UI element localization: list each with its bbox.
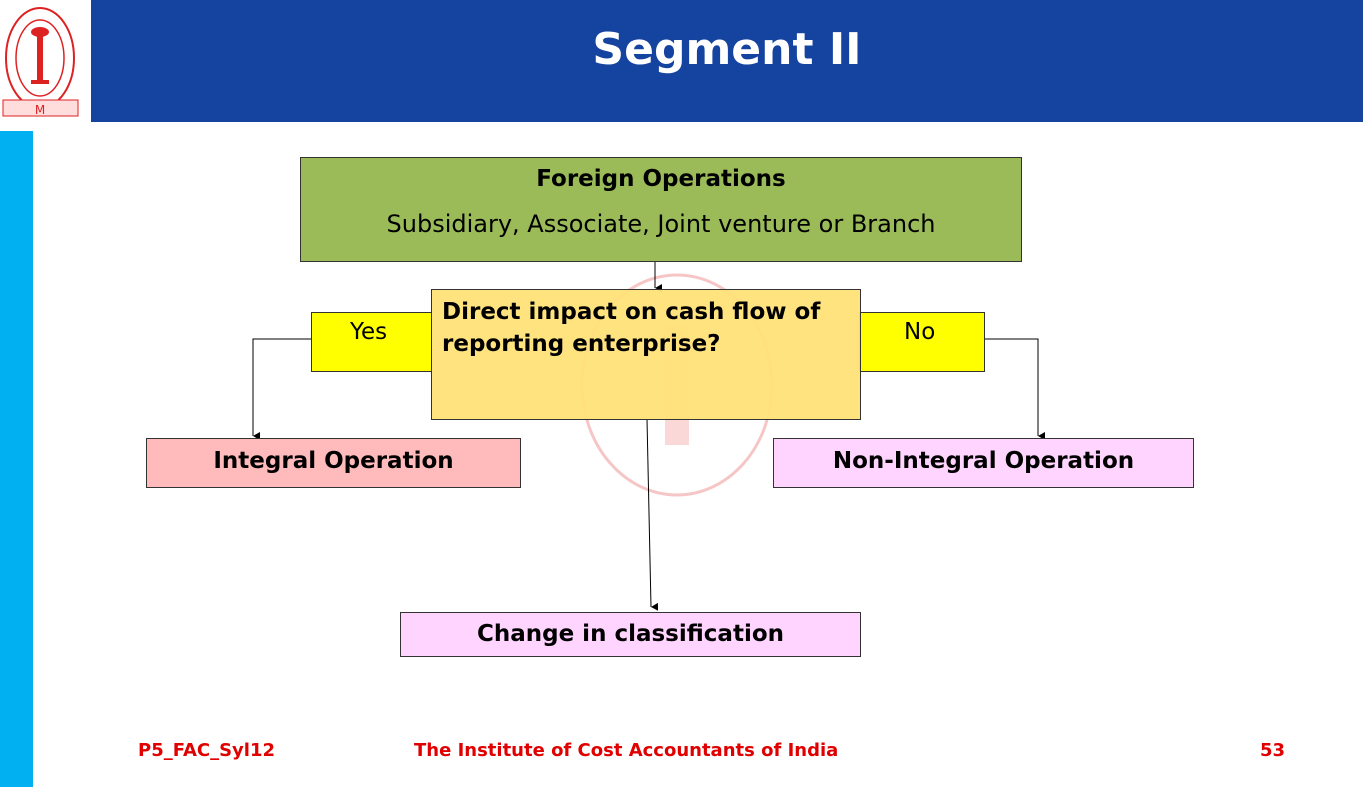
page-number: 53 [1260, 740, 1286, 761]
yes-box: Yes [311, 312, 432, 372]
institute-logo: M [0, 0, 91, 122]
accent-bar [0, 131, 33, 787]
integral-label: Integral Operation [213, 448, 454, 474]
footer-code: P5_FAC_Syl12 [138, 740, 276, 761]
slide-title: Segment II [91, 0, 1363, 122]
footer-institute: The Institute of Cost Accountants of Ind… [414, 740, 839, 761]
root-subtitle: Subsidiary, Associate, Joint venture or … [386, 210, 936, 238]
no-box: No [859, 312, 985, 372]
svg-text:M: M [35, 103, 45, 117]
non-integral-label: Non-Integral Operation [832, 448, 1135, 474]
root-title: Foreign Operations [536, 166, 786, 192]
no-label: No [904, 319, 936, 345]
yes-label: Yes [350, 319, 388, 345]
foreign-operations-box: Foreign Operations Subsidiary, Associate… [300, 157, 1022, 262]
question-text: Direct impact on cash flow of reporting … [442, 299, 821, 357]
integral-operation-box: Integral Operation [146, 438, 521, 488]
non-integral-operation-box: Non-Integral Operation [773, 438, 1194, 488]
change-label: Change in classification [476, 621, 785, 647]
question-box: Direct impact on cash flow of reporting … [431, 289, 861, 420]
change-classification-box: Change in classification [400, 612, 861, 657]
